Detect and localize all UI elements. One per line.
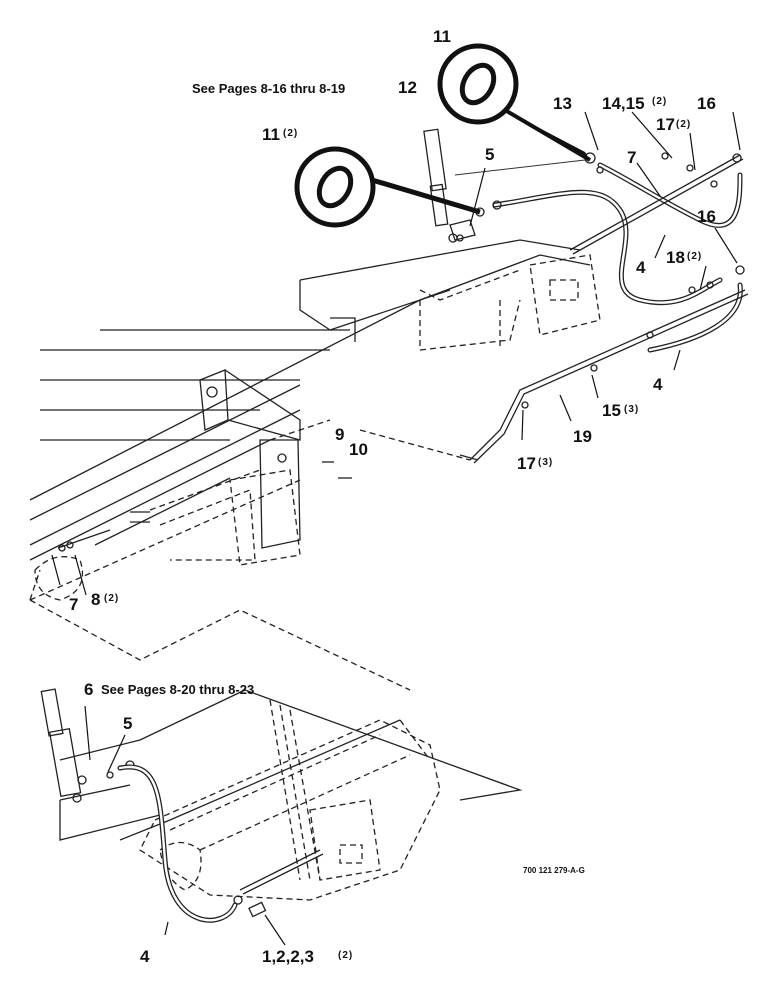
callout-4-mid: 4 — [653, 375, 663, 394]
hose-assembly-lower — [117, 764, 267, 923]
callout-11-left-qty: (2) — [283, 128, 298, 139]
callout-10: 10 — [349, 440, 368, 459]
drawing-number: 700 121 279-A-G — [523, 866, 585, 875]
callout-4-top: 4 — [636, 258, 646, 277]
reference-note-top: See Pages 8-16 thru 8-19 — [192, 81, 345, 96]
callout-19: 19 — [573, 427, 592, 446]
callout-7-left: 7 — [69, 595, 78, 614]
callout-14-15-qty: (2) — [652, 96, 667, 107]
callout-4-bottom: 4 — [140, 947, 150, 966]
callout-18: 18 — [666, 248, 685, 267]
callout-15: 15 — [602, 401, 621, 420]
callout-18-qty: (2) — [687, 251, 702, 262]
callout-7-top: 7 — [627, 148, 636, 167]
callout-8-qty: (2) — [104, 593, 119, 604]
callout-15-qty: (3) — [624, 404, 639, 415]
callout-12: 12 — [398, 78, 417, 97]
callout-11-top: 11 — [433, 27, 451, 46]
callout-14-15: 14,15 — [602, 94, 645, 113]
callout-17-top: 17 — [656, 115, 675, 134]
callout-1-2-2-3-qty: (2) — [338, 950, 353, 961]
hydraulic-cylinder-12 — [423, 128, 476, 243]
callout-17-bottom: 17 — [517, 454, 536, 473]
callout-5-bottom: 5 — [123, 714, 132, 733]
callout-5-top: 5 — [485, 145, 494, 164]
callout-11-left: 11 — [262, 125, 280, 144]
callout-17-bottom-qty: (3) — [538, 457, 553, 468]
callout-13: 13 — [553, 94, 572, 113]
reference-note-bottom: See Pages 8-20 thru 8-23 — [101, 682, 254, 697]
callout-9: 9 — [335, 425, 344, 444]
hose-assembly-top — [454, 152, 749, 464]
header-frame-main — [29, 239, 601, 691]
leader-lines — [51, 111, 741, 946]
header-frame-lower — [59, 689, 523, 901]
callout-16-mid: 16 — [697, 207, 716, 226]
callout-1-2-2-3: 1,2,2,3 — [262, 947, 314, 966]
callout-6: 6 — [84, 680, 93, 699]
callout-17-top-qty: (2) — [676, 119, 691, 130]
o-ring-icon — [294, 43, 592, 228]
hardware-bolts — [57, 461, 352, 552]
callout-16-top: 16 — [697, 94, 716, 113]
callout-8: 8 — [91, 590, 100, 609]
